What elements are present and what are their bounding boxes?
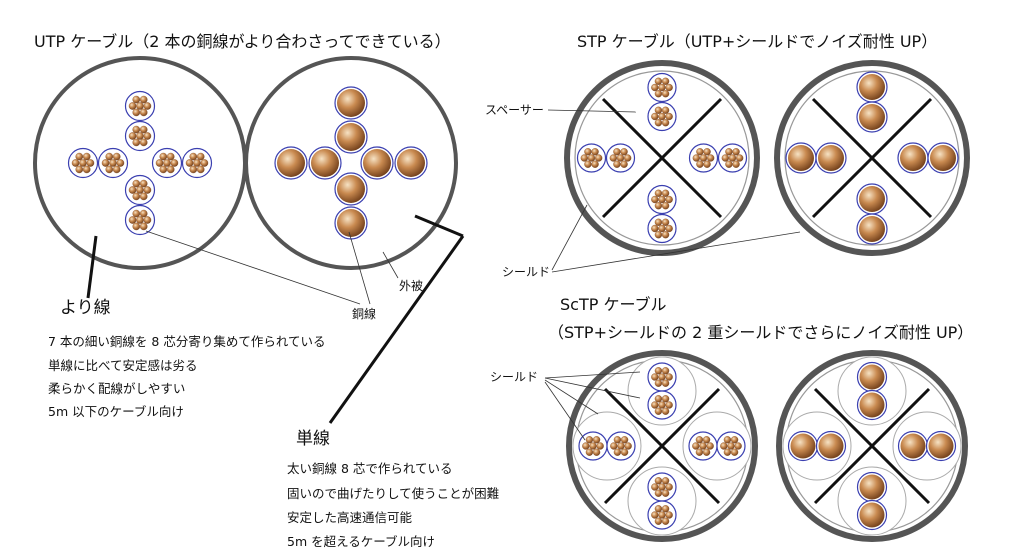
sctp-solid-spacer <box>813 387 931 505</box>
solid-core <box>360 146 394 180</box>
stranded-core <box>181 147 213 179</box>
stranded-core <box>688 143 719 173</box>
solid-core <box>897 142 929 174</box>
stranded-core <box>647 101 677 132</box>
solid-core <box>308 146 342 180</box>
solid-core <box>927 142 959 174</box>
stranded-line-1: 7 本の細い銅線を 8 芯分寄り集めて作られている <box>48 334 326 349</box>
stp-stranded-cores <box>576 72 748 244</box>
sctp-stranded-spacer <box>603 387 721 505</box>
leader-solid-heading <box>414 214 464 238</box>
utp-stranded-cores <box>67 90 213 236</box>
stp-solid-spacer <box>811 97 933 219</box>
label-stp-shield: シールド <box>502 265 551 279</box>
solid-core <box>785 142 817 174</box>
leader-solid-heading-2 <box>328 235 465 424</box>
solid-core <box>856 499 888 531</box>
stranded-core <box>647 184 677 215</box>
solid-line-2: 固いので曲げたりして使うことが困難 <box>287 486 500 501</box>
stp-stranded-shield <box>574 70 750 246</box>
utp-title: UTP ケーブル（2 本の銅線がより合わさってできている） <box>34 32 451 51</box>
sctp-subtitle: （STP+シールドの 2 重シールドでさらにノイズ耐性 UP） <box>548 323 974 342</box>
stranded-core <box>688 431 718 461</box>
stranded-core <box>605 143 636 173</box>
stranded-core <box>124 174 156 206</box>
solid-line-1: 太い銅線 8 芯で作られている <box>287 461 453 476</box>
solid-core <box>274 146 308 180</box>
leader-copper-1 <box>145 230 361 305</box>
stranded-core <box>647 390 677 420</box>
sctp-solid-cores <box>787 361 957 531</box>
leader-stp-shield-1 <box>551 204 588 271</box>
leader-sctp-shield <box>544 371 641 441</box>
solid-core <box>334 206 368 240</box>
solid-core <box>394 146 428 180</box>
stranded-core <box>124 120 156 152</box>
stranded-core <box>124 204 156 236</box>
label-spacer: スペーサー <box>485 103 544 117</box>
solid-core <box>856 213 888 245</box>
label-copper: 銅線 <box>352 307 377 321</box>
stp-stranded-spacer <box>601 97 723 219</box>
utp-solid-jacket <box>244 56 458 270</box>
stranded-core <box>67 147 99 179</box>
leader-stp-shield-2 <box>551 231 801 273</box>
solid-core <box>334 172 368 206</box>
solid-heading: 単線 <box>296 429 330 449</box>
solid-core <box>897 430 929 462</box>
solid-core <box>856 71 888 103</box>
stranded-core <box>647 213 677 244</box>
sctp-stranded-cores <box>578 362 746 530</box>
stranded-core <box>647 362 677 392</box>
solid-core <box>925 430 957 462</box>
stranded-core <box>717 143 748 173</box>
solid-core <box>856 361 888 393</box>
utp-stranded-jacket <box>33 56 247 270</box>
stranded-core <box>606 431 636 461</box>
stranded-heading: より線 <box>60 298 111 318</box>
stranded-core <box>716 431 746 461</box>
solid-core <box>856 471 888 503</box>
solid-core <box>815 142 847 174</box>
stranded-core <box>151 147 183 179</box>
stranded-core <box>576 143 607 173</box>
stranded-line-2: 単線に比べて安定感は劣る <box>48 358 198 373</box>
stranded-core <box>647 72 677 103</box>
stranded-line-4: 5m 以下のケーブル向け <box>48 404 184 419</box>
utp-solid-cores <box>274 86 428 240</box>
stranded-core <box>97 147 129 179</box>
stranded-line-3: 柔らかく配線がしやすい <box>48 381 186 396</box>
solid-line-4: 5m を超えるケーブル向け <box>287 534 435 549</box>
stranded-core <box>647 500 677 530</box>
leader-stranded-heading <box>86 235 98 299</box>
solid-core <box>856 183 888 215</box>
stp-solid-shield <box>784 70 960 246</box>
solid-core <box>787 430 819 462</box>
solid-core <box>334 120 368 154</box>
solid-core <box>815 430 847 462</box>
solid-core <box>334 86 368 120</box>
stranded-core <box>578 431 608 461</box>
stranded-core <box>124 90 156 122</box>
solid-core <box>856 101 888 133</box>
label-sctp-shield: シールド <box>490 370 539 384</box>
solid-line-3: 安定した高速通信可能 <box>287 510 413 525</box>
leader-spacer <box>547 109 637 113</box>
sctp-title: ScTP ケーブル <box>560 295 667 314</box>
solid-core <box>856 389 888 421</box>
leader-copper-2 <box>348 231 371 305</box>
stranded-core <box>647 472 677 502</box>
leader-jacket <box>382 251 399 279</box>
stp-title: STP ケーブル（UTP+シールドでノイズ耐性 UP） <box>577 32 938 51</box>
stp-solid-cores <box>785 71 959 245</box>
label-jacket: 外被 <box>399 279 424 293</box>
